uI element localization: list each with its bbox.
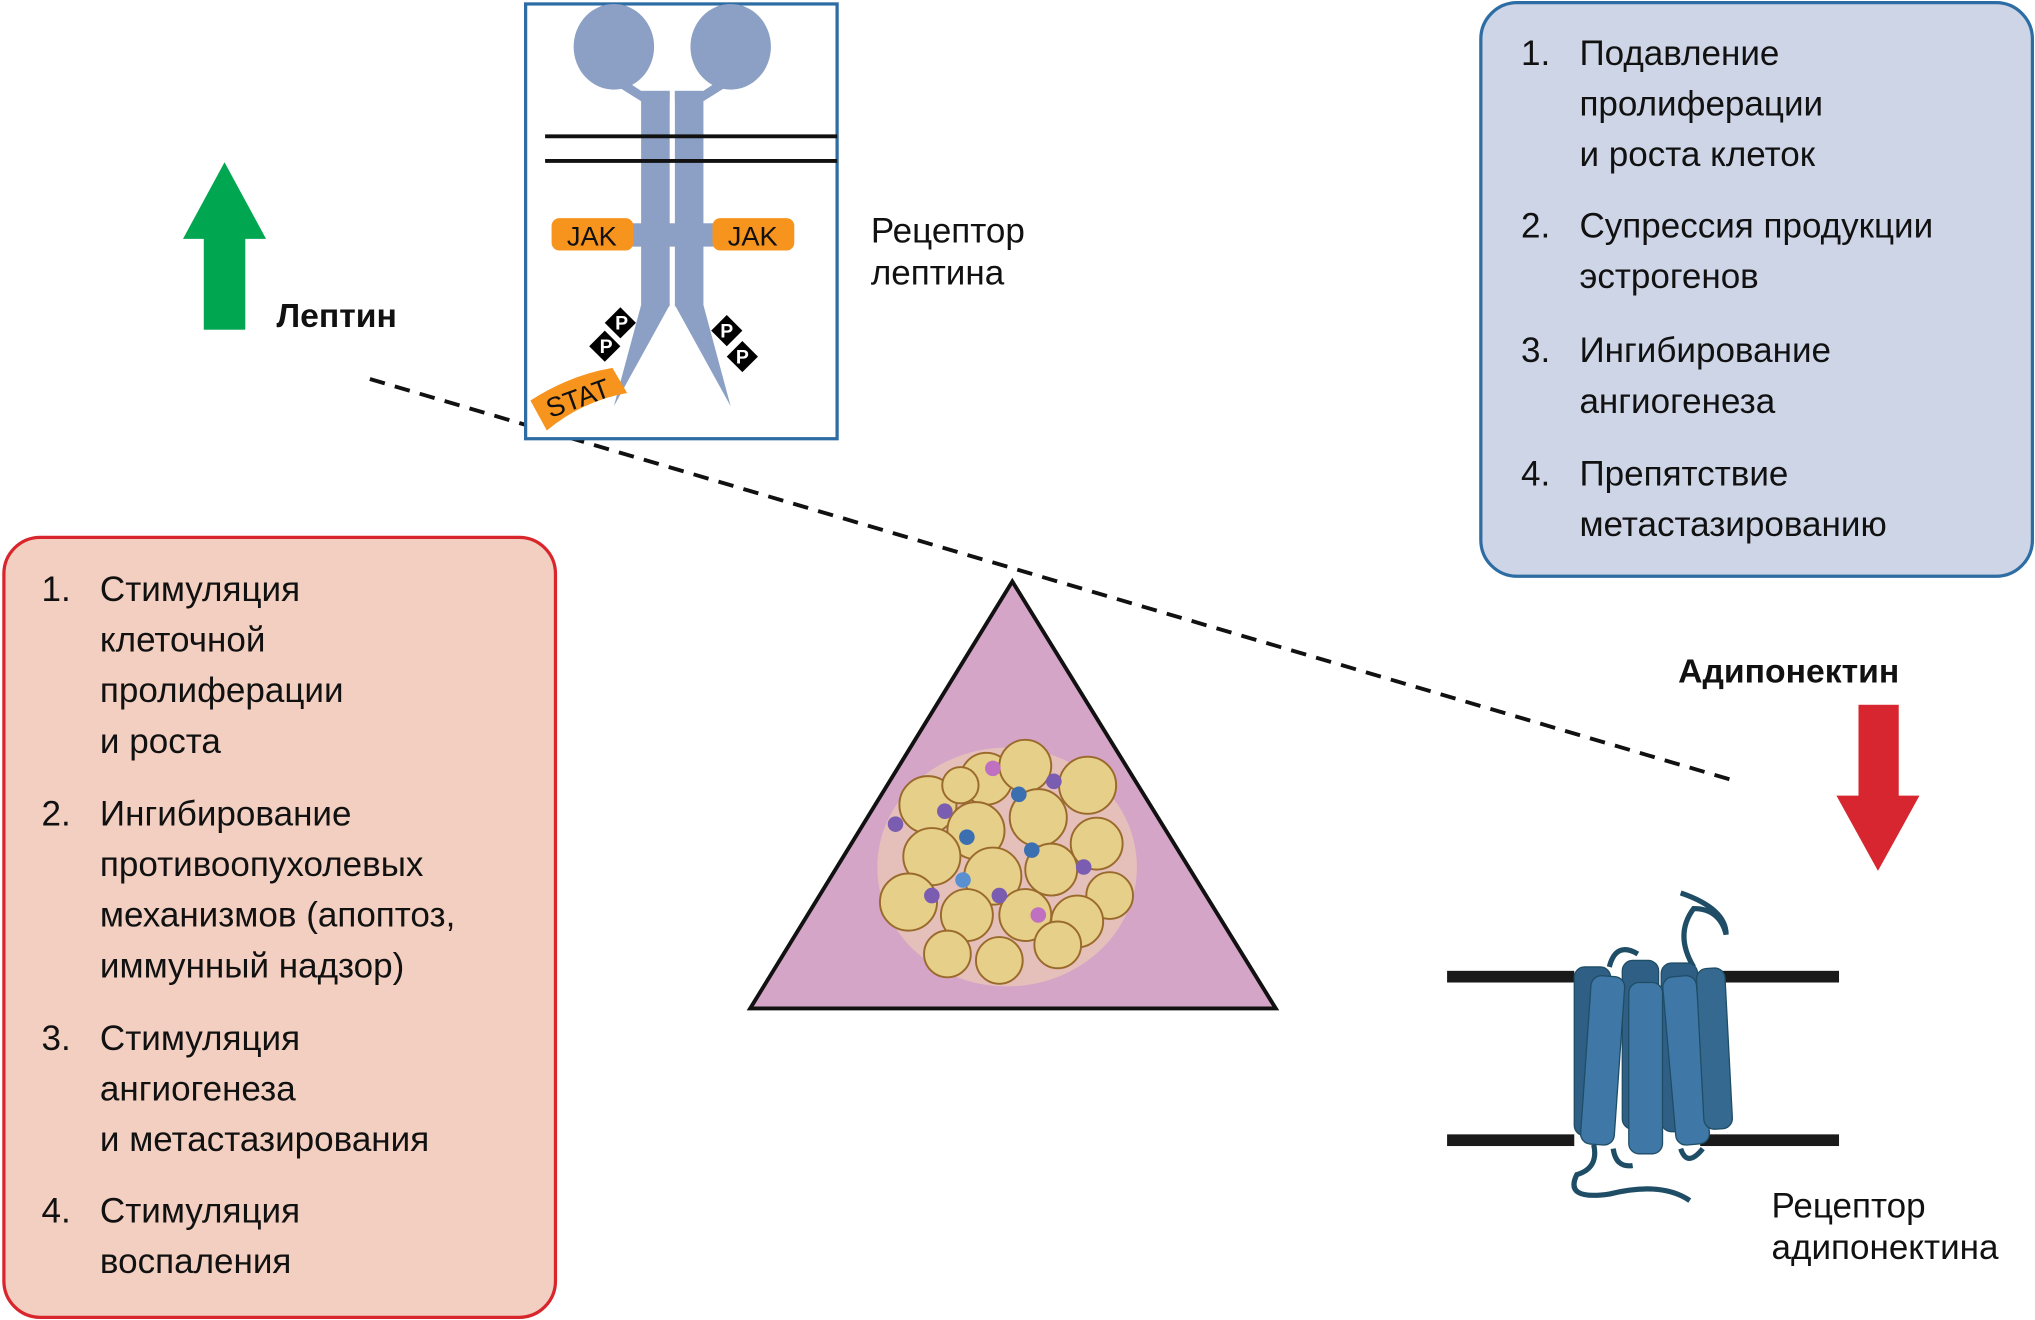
leptin-receptor-label: Рецептор	[871, 212, 1025, 251]
list-item-number: 1.	[42, 570, 71, 609]
leptin-effects-box: 1. Стимуляция клеточной пролиферации и роста…	[2, 535, 558, 1319]
list-item-text: пролиферации	[100, 671, 344, 710]
list-item-number: 4.	[1521, 454, 1550, 493]
list-item-text: противоопухолевых	[100, 845, 424, 884]
list-item-text: пролиферации	[1579, 85, 1823, 124]
list-item-text: ангиогенеза	[1579, 382, 1775, 421]
list-item-text: Подавление	[1579, 34, 1779, 73]
list-item-text: иммунный надзор)	[100, 946, 404, 985]
arrow-down-icon	[1836, 704, 1920, 871]
adiponectin-receptor-icon	[1447, 890, 1840, 1203]
svg-text:P: P	[615, 313, 628, 335]
adiponectin-receptor-label: адипонектина	[1772, 1228, 1999, 1267]
list-item-text: Стимуляция	[100, 1019, 300, 1058]
list-item-text: Ингибирование	[100, 794, 352, 833]
list-item-text: и роста	[100, 722, 221, 761]
list-item-text: Супрессия продукции	[1579, 207, 1933, 246]
svg-text:P: P	[720, 320, 733, 342]
list-item-text: Препятствие	[1579, 454, 1788, 493]
adipose-tissue-icon	[877, 738, 1137, 987]
list-item-text: воспаления	[100, 1242, 291, 1281]
svg-text:JAK: JAK	[728, 220, 778, 251]
list-item-text: ангиогенеза	[100, 1070, 296, 1109]
list-item-number: 1.	[1521, 34, 1550, 73]
list-item-number: 4.	[42, 1192, 71, 1231]
list-item-text: Стимуляция	[100, 1192, 300, 1231]
adiponectin-label: Адипонектин	[1678, 653, 1899, 691]
list-item-text: клеточной	[100, 621, 265, 660]
list-item-text: Ингибирование	[1579, 331, 1831, 370]
adiponectin-receptor-label: Рецептор	[1772, 1186, 1926, 1225]
leptin-label: Лептин	[276, 297, 396, 335]
list-item-number: 2.	[1521, 207, 1550, 246]
list-item-text: механизмов (апоптоз,	[100, 896, 455, 935]
adiponectin-effects-box: 1. Подавление пролиферации и роста клеток 2.…	[1479, 1, 2035, 578]
list-item-text: эстрогенов	[1579, 257, 1758, 296]
list-item-number: 3.	[1521, 331, 1550, 370]
balance-dashed-line	[369, 377, 1738, 784]
list-item-number: 2.	[42, 794, 71, 833]
svg-text:P: P	[736, 346, 749, 368]
svg-text:P: P	[600, 336, 613, 358]
list-item-text: и роста клеток	[1579, 135, 1815, 174]
list-item-text: метастазированию	[1579, 505, 1886, 544]
list-item-text: и метастазирования	[100, 1120, 429, 1159]
leptin-receptor-label: лептина	[871, 253, 1005, 292]
list-item-number: 3.	[42, 1019, 71, 1058]
arrow-up-icon	[182, 162, 267, 330]
leptin-receptor-icon: JAK JAK P P P P STAT	[523, 2, 839, 441]
svg-text:JAK: JAK	[567, 220, 617, 251]
list-item-text: Стимуляция	[100, 570, 300, 609]
